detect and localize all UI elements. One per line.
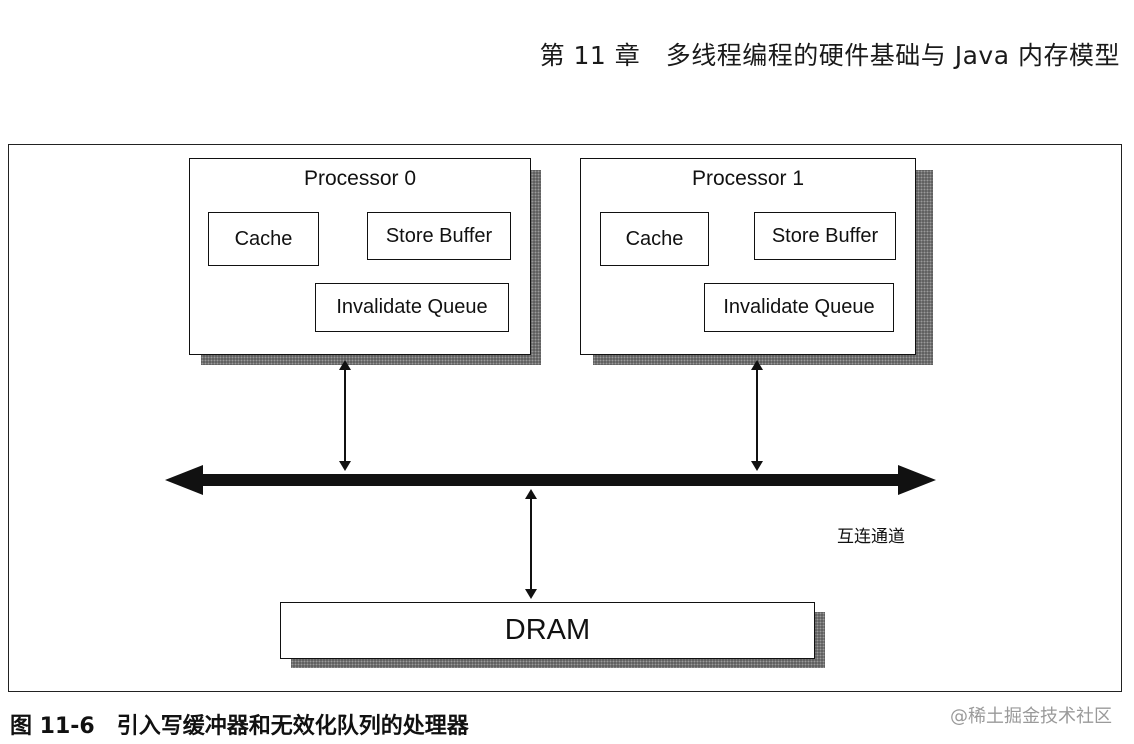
watermark: @稀土掘金技术社区 <box>950 706 1112 727</box>
processor-0-invalidate-queue: Invalidate Queue <box>315 283 509 332</box>
processor-1-title: Processor 1 <box>691 167 805 190</box>
processor-0-store-buffer: Store Buffer <box>367 212 511 260</box>
processor-0-title: Processor 0 <box>303 167 417 190</box>
processor-0-box: Processor 0 Cache Store Buffer Invalidat… <box>189 158 531 355</box>
figure-caption: 图 11-6 引入写缓冲器和无效化队列的处理器 <box>10 714 469 739</box>
dram-box: DRAM <box>280 602 815 659</box>
figure-frame <box>8 144 1122 692</box>
processor-1-cache: Cache <box>600 212 709 266</box>
processor-1-box: Processor 1 Cache Store Buffer Invalidat… <box>580 158 916 355</box>
chapter-header: 第 11 章 多线程编程的硬件基础与 Java 内存模型 <box>539 41 1120 70</box>
processor-1-invalidate-queue: Invalidate Queue <box>704 283 894 332</box>
processor-1-store-buffer: Store Buffer <box>754 212 896 260</box>
processor-0-cache: Cache <box>208 212 319 266</box>
interconnect-label: 互连通道 <box>837 527 905 547</box>
interconnect-bus <box>165 465 936 495</box>
